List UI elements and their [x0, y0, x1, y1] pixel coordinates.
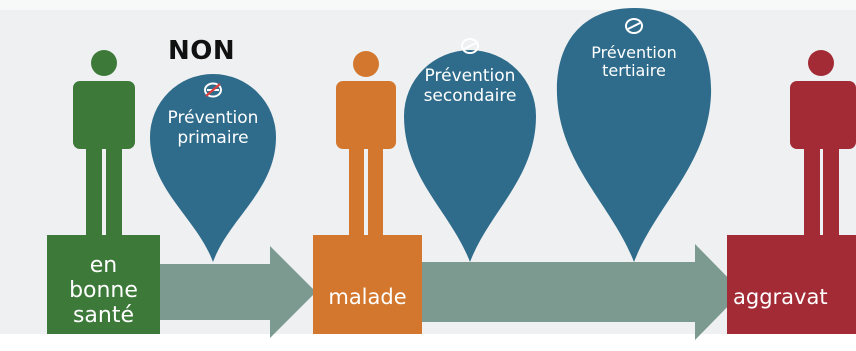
pin-label-tertiary: Prévention tertiaire	[564, 44, 704, 80]
person-icon-healthy	[73, 50, 135, 236]
pin-label-secondary: Prévention secondaire	[400, 66, 540, 106]
bottom-strip	[0, 334, 856, 351]
stage-box-healthy	[47, 235, 160, 334]
person-icon-sick	[336, 51, 396, 236]
pin-secondary	[404, 50, 536, 262]
stage-box-sick	[313, 235, 422, 334]
stage-label-healthy-line2: bonne	[69, 278, 138, 303]
pin-label-tertiary-line2: tertiaire	[602, 61, 666, 80]
pill-icon	[625, 18, 643, 34]
arrow-sick-to-aggravated	[422, 244, 742, 340]
stage-box-aggravated	[727, 235, 856, 334]
pin-label-primary-line2: primaire	[177, 128, 249, 148]
pin-label-primary-line1: Prévention	[167, 108, 259, 128]
top-fade	[0, 0, 856, 10]
stage-label-sick: malade	[313, 285, 422, 310]
pin-label-secondary-line1: Prévention	[424, 66, 516, 86]
stage-label-aggravated-text: aggravat	[733, 285, 828, 309]
pin-primary	[150, 74, 276, 262]
stage-label-aggravated: aggravat	[733, 285, 856, 310]
stage-label-healthy: en bonne santé	[47, 253, 160, 328]
person-icon-aggravated	[790, 50, 856, 236]
pin-tertiary	[556, 8, 712, 262]
arrow-healthy-to-sick	[160, 246, 316, 338]
stage-label-healthy-line3: santé	[72, 303, 135, 328]
stage-label-sick-text: malade	[328, 285, 407, 309]
pin-label-tertiary-line1: Prévention	[591, 43, 677, 62]
non-label: NON	[168, 36, 236, 66]
pill-crossed-icon	[204, 82, 222, 98]
stage-label-healthy-line1: en	[89, 253, 118, 278]
pin-label-primary: Prévention primaire	[143, 108, 283, 148]
pin-label-secondary-line2: secondaire	[423, 86, 517, 106]
pill-icon	[461, 38, 479, 54]
